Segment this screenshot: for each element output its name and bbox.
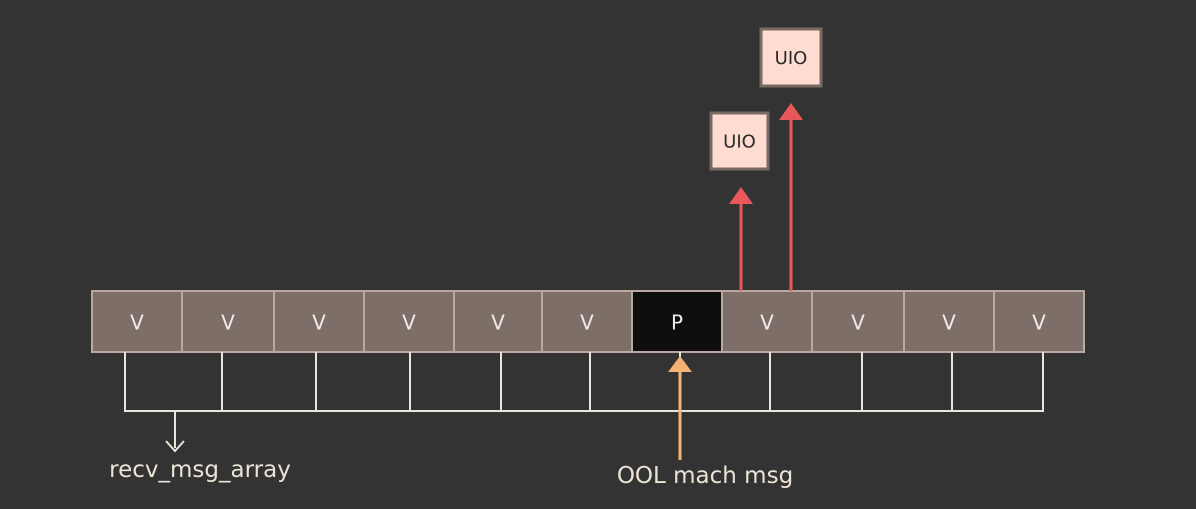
array-cell-9: V bbox=[903, 290, 995, 353]
cell-label: V bbox=[312, 311, 326, 335]
array-cell-8: V bbox=[811, 290, 905, 353]
cell-label: V bbox=[942, 311, 956, 335]
cell-label: V bbox=[760, 311, 774, 335]
cell-label: P bbox=[671, 311, 683, 335]
uio-box-rect bbox=[709, 111, 770, 171]
recv-msg-array-label: recv_msg_array bbox=[109, 457, 291, 483]
ool-arrow-head bbox=[668, 356, 692, 372]
ool-mach-msg-label: OOL mach msg bbox=[617, 463, 793, 489]
uio-box-1: UIO bbox=[759, 27, 823, 88]
uio-box-0: UIO bbox=[709, 111, 770, 171]
uio-arrow-head-0 bbox=[729, 187, 753, 204]
value-cell-box bbox=[903, 290, 995, 353]
uio-box-label: UIO bbox=[723, 132, 756, 153]
array-cell-2: V bbox=[273, 290, 365, 353]
cell-label: V bbox=[221, 311, 235, 335]
cell-label: V bbox=[130, 311, 144, 335]
array-cell-6: P bbox=[631, 290, 723, 353]
cell-label: V bbox=[580, 311, 594, 335]
uio-box-label: UIO bbox=[775, 48, 808, 69]
value-cell-box bbox=[181, 290, 275, 353]
uio-boxes: UIO UIO bbox=[709, 27, 823, 171]
value-cell-box bbox=[811, 290, 905, 353]
array-cell-1: V bbox=[181, 290, 275, 353]
array-cell-5: V bbox=[541, 290, 633, 353]
array-cell-4: V bbox=[453, 290, 543, 353]
array-cell-3: V bbox=[363, 290, 455, 353]
array-cell-7: V bbox=[721, 290, 813, 353]
array-down-arrow-head bbox=[165, 440, 185, 453]
value-cell-box bbox=[541, 290, 633, 353]
value-cell-box bbox=[993, 290, 1085, 353]
cell-label: V bbox=[1032, 311, 1046, 335]
cell-label: V bbox=[851, 311, 865, 335]
cell-label: V bbox=[402, 311, 416, 335]
cell-label: V bbox=[491, 311, 505, 335]
uio-arrow-head-1 bbox=[779, 103, 803, 120]
array-bracket bbox=[124, 352, 1044, 453]
arrows bbox=[668, 103, 803, 460]
pointer-cell-box bbox=[631, 290, 723, 353]
uio-box-rect bbox=[759, 27, 823, 88]
value-cell-box bbox=[91, 290, 183, 353]
value-cell-box bbox=[453, 290, 543, 353]
value-cell-box bbox=[273, 290, 365, 353]
array-cell-0: V bbox=[91, 290, 183, 353]
array-cell-10: V bbox=[993, 290, 1085, 353]
value-cell-box bbox=[721, 290, 813, 353]
